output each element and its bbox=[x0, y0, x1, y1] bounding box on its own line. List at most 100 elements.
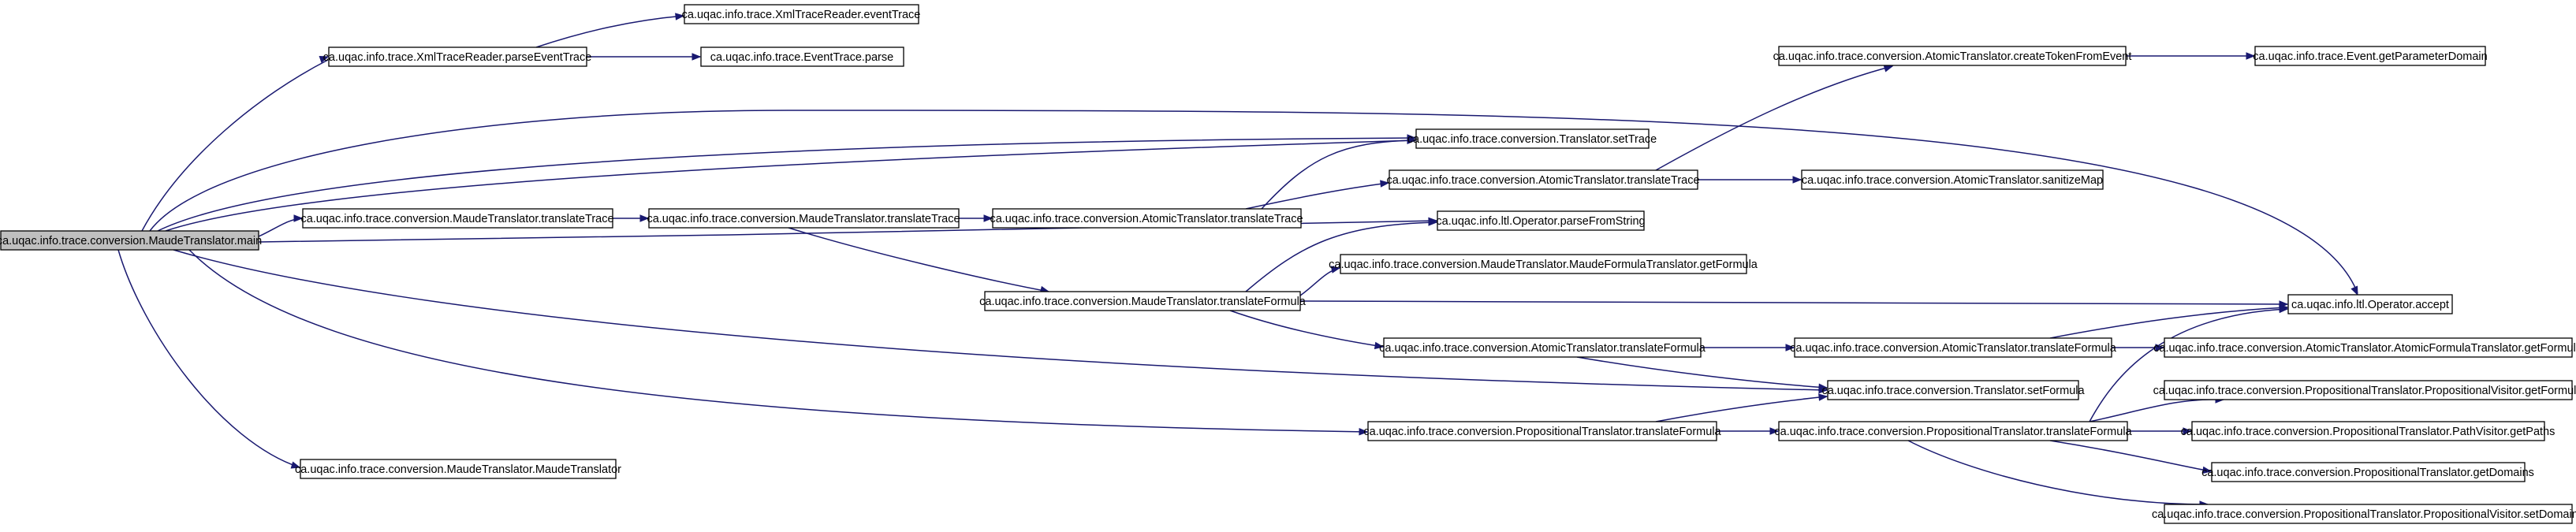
arrowhead bbox=[675, 13, 685, 20]
node-label: ca.uqac.info.trace.conversion.Propositio… bbox=[2181, 426, 2555, 438]
node-prop-translate-formula-1[interactable]: ca.uqac.info.trace.conversion.Propositio… bbox=[1363, 421, 1722, 441]
arrowhead bbox=[319, 55, 330, 63]
node-label: ca.uqac.info.ltl.Operator.accept bbox=[2291, 299, 2449, 311]
node-xml-parse[interactable]: ca.uqac.info.trace.XmlTraceReader.parseE… bbox=[323, 47, 592, 67]
node-label: ca.uqac.info.trace.conversion.Propositio… bbox=[1363, 426, 1721, 438]
node-label: ca.uqac.info.trace.conversion.MaudeTrans… bbox=[647, 213, 960, 225]
node-label: ca.uqac.info.trace.conversion.AtomicTran… bbox=[1379, 342, 1706, 355]
call-edge bbox=[173, 249, 1828, 391]
node-maude-translate-trace-1[interactable]: ca.uqac.info.trace.conversion.MaudeTrans… bbox=[300, 208, 614, 229]
arrowhead bbox=[1792, 176, 1802, 184]
node-maude-translate-formula[interactable]: ca.uqac.info.trace.conversion.MaudeTrans… bbox=[979, 291, 1307, 311]
call-edge bbox=[1261, 140, 1416, 210]
node-label: ca.uqac.info.trace.conversion.MaudeTrans… bbox=[1329, 259, 1758, 271]
node-atomic-translate-trace-1[interactable]: ca.uqac.info.trace.conversion.AtomicTran… bbox=[990, 208, 1303, 229]
arrowhead bbox=[293, 214, 304, 222]
node-label: ca.uqac.info.trace.conversion.AtomicTran… bbox=[1802, 174, 2103, 187]
node-label: ca.uqac.info.trace.XmlTraceReader.parseE… bbox=[323, 51, 592, 64]
node-prop-translate-formula-2[interactable]: ca.uqac.info.trace.conversion.Propositio… bbox=[1774, 421, 2133, 441]
node-get-domains[interactable]: ca.uqac.info.trace.conversion.Propositio… bbox=[2201, 462, 2534, 482]
node-path-visitor-get-paths[interactable]: ca.uqac.info.trace.conversion.Propositio… bbox=[2181, 421, 2555, 441]
arrowhead bbox=[1428, 218, 1438, 226]
node-eventtrace-parse[interactable]: ca.uqac.info.trace.EventTrace.parse bbox=[700, 47, 904, 67]
call-edge bbox=[188, 249, 1368, 433]
node-parse-from-string[interactable]: ca.uqac.info.ltl.Operator.parseFromStrin… bbox=[1436, 210, 1646, 231]
node-label: ca.uqac.info.trace.conversion.Propositio… bbox=[2201, 467, 2534, 479]
node-operator-accept[interactable]: ca.uqac.info.ltl.Operator.accept bbox=[2287, 294, 2453, 314]
node-sanitize-map[interactable]: ca.uqac.info.trace.conversion.AtomicTran… bbox=[1801, 169, 2104, 190]
node-xml-event[interactable]: ca.uqac.info.trace.XmlTraceReader.eventT… bbox=[682, 4, 921, 24]
call-edge bbox=[788, 227, 1049, 292]
node-get-parameter-domain[interactable]: ca.uqac.info.trace.Event.getParameterDom… bbox=[2253, 46, 2488, 66]
arrowhead bbox=[1407, 136, 1417, 144]
node-label: ca.uqac.info.ltl.Operator.parseFromStrin… bbox=[1436, 215, 1645, 228]
call-edge bbox=[2089, 399, 2224, 422]
node-label: ca.uqac.info.trace.conversion.MaudeTrans… bbox=[979, 296, 1307, 308]
node-label: ca.uqac.info.trace.Event.getParameterDom… bbox=[2253, 50, 2487, 63]
call-edge bbox=[1907, 440, 2209, 505]
arrowhead bbox=[1785, 344, 1795, 352]
call-edge bbox=[157, 137, 1416, 232]
call-edge bbox=[1245, 182, 1389, 210]
node-label: ca.uqac.info.trace.EventTrace.parse bbox=[710, 51, 893, 64]
call-edge bbox=[2049, 440, 2212, 472]
call-edge bbox=[2049, 307, 2288, 339]
node-create-token[interactable]: ca.uqac.info.trace.conversion.AtomicTran… bbox=[1773, 46, 2132, 66]
arrowhead bbox=[1374, 341, 1385, 350]
arrowhead bbox=[2183, 427, 2193, 435]
arrowhead bbox=[1769, 427, 1780, 435]
arrowhead bbox=[639, 214, 650, 222]
node-label: ca.uqac.info.trace.XmlTraceReader.eventT… bbox=[682, 9, 921, 21]
node-label: ca.uqac.info.trace.conversion.Propositio… bbox=[2153, 385, 2576, 397]
call-edge bbox=[1229, 310, 1384, 348]
node-atomic-translate-formula-1[interactable]: ca.uqac.info.trace.conversion.AtomicTran… bbox=[1379, 337, 1706, 358]
arrowhead bbox=[290, 461, 301, 469]
node-label: ca.uqac.info.trace.conversion.MaudeTrans… bbox=[0, 235, 262, 247]
arrowhead bbox=[1818, 383, 1829, 391]
arrowhead bbox=[2350, 285, 2358, 296]
node-label: ca.uqac.info.trace.conversion.AtomicTran… bbox=[1386, 174, 1699, 187]
node-label: ca.uqac.info.trace.conversion.Propositio… bbox=[2152, 508, 2576, 521]
node-atomic-formula-get[interactable]: ca.uqac.info.trace.conversion.AtomicTran… bbox=[2153, 337, 2576, 358]
call-edge bbox=[1655, 396, 1828, 422]
node-label: ca.uqac.info.trace.conversion.Translator… bbox=[1407, 133, 1657, 146]
node-label: ca.uqac.info.trace.conversion.AtomicTran… bbox=[1773, 50, 2132, 63]
node-maude-translate-trace-2[interactable]: ca.uqac.info.trace.conversion.MaudeTrans… bbox=[647, 208, 960, 229]
call-edge bbox=[2089, 308, 2288, 422]
arrowhead bbox=[1359, 428, 1369, 436]
call-edge bbox=[117, 249, 300, 468]
node-maude-constructor[interactable]: ca.uqac.info.trace.conversion.MaudeTrans… bbox=[295, 459, 621, 479]
node-set-domains[interactable]: ca.uqac.info.trace.conversion.Propositio… bbox=[2152, 504, 2576, 524]
node-label: ca.uqac.info.trace.conversion.AtomicTran… bbox=[1790, 342, 2117, 355]
node-atomic-translate-trace-2[interactable]: ca.uqac.info.trace.conversion.AtomicTran… bbox=[1386, 169, 1700, 190]
arrowhead bbox=[1818, 393, 1829, 401]
node-prop-visitor-get[interactable]: ca.uqac.info.trace.conversion.Propositio… bbox=[2153, 380, 2576, 400]
arrowhead bbox=[2246, 52, 2256, 60]
call-edge bbox=[1245, 221, 1437, 292]
arrowhead bbox=[2279, 305, 2289, 314]
arrowhead bbox=[1330, 266, 1341, 273]
node-set-trace[interactable]: ca.uqac.info.trace.conversion.Translator… bbox=[1407, 128, 1657, 149]
node-main[interactable]: ca.uqac.info.trace.conversion.MaudeTrans… bbox=[0, 230, 262, 251]
call-edge bbox=[1299, 300, 2288, 305]
call-edge bbox=[165, 140, 1416, 232]
node-label: ca.uqac.info.trace.conversion.AtomicTran… bbox=[2153, 342, 2576, 355]
call-edge bbox=[1576, 356, 1828, 389]
call-edge bbox=[1655, 65, 1893, 171]
node-label: ca.uqac.info.trace.conversion.MaudeTrans… bbox=[295, 463, 621, 476]
node-set-formula[interactable]: ca.uqac.info.trace.conversion.Translator… bbox=[1821, 380, 2085, 400]
arrowhead bbox=[1883, 65, 1894, 73]
node-atomic-translate-formula-2[interactable]: ca.uqac.info.trace.conversion.AtomicTran… bbox=[1790, 337, 2117, 358]
arrowhead bbox=[692, 53, 702, 61]
node-label: ca.uqac.info.trace.conversion.Translator… bbox=[1821, 385, 2085, 397]
call-edge bbox=[149, 110, 2358, 294]
node-label: ca.uqac.info.trace.conversion.AtomicTran… bbox=[990, 213, 1303, 225]
arrowhead bbox=[983, 214, 993, 222]
node-label: ca.uqac.info.trace.conversion.Propositio… bbox=[1774, 426, 2132, 438]
node-maude-formula-get[interactable]: ca.uqac.info.trace.conversion.MaudeTrans… bbox=[1329, 254, 1758, 274]
call-edge bbox=[535, 15, 684, 48]
node-label: ca.uqac.info.trace.conversion.MaudeTrans… bbox=[300, 213, 613, 225]
call-edge bbox=[141, 59, 329, 232]
arrowhead bbox=[2201, 466, 2213, 474]
